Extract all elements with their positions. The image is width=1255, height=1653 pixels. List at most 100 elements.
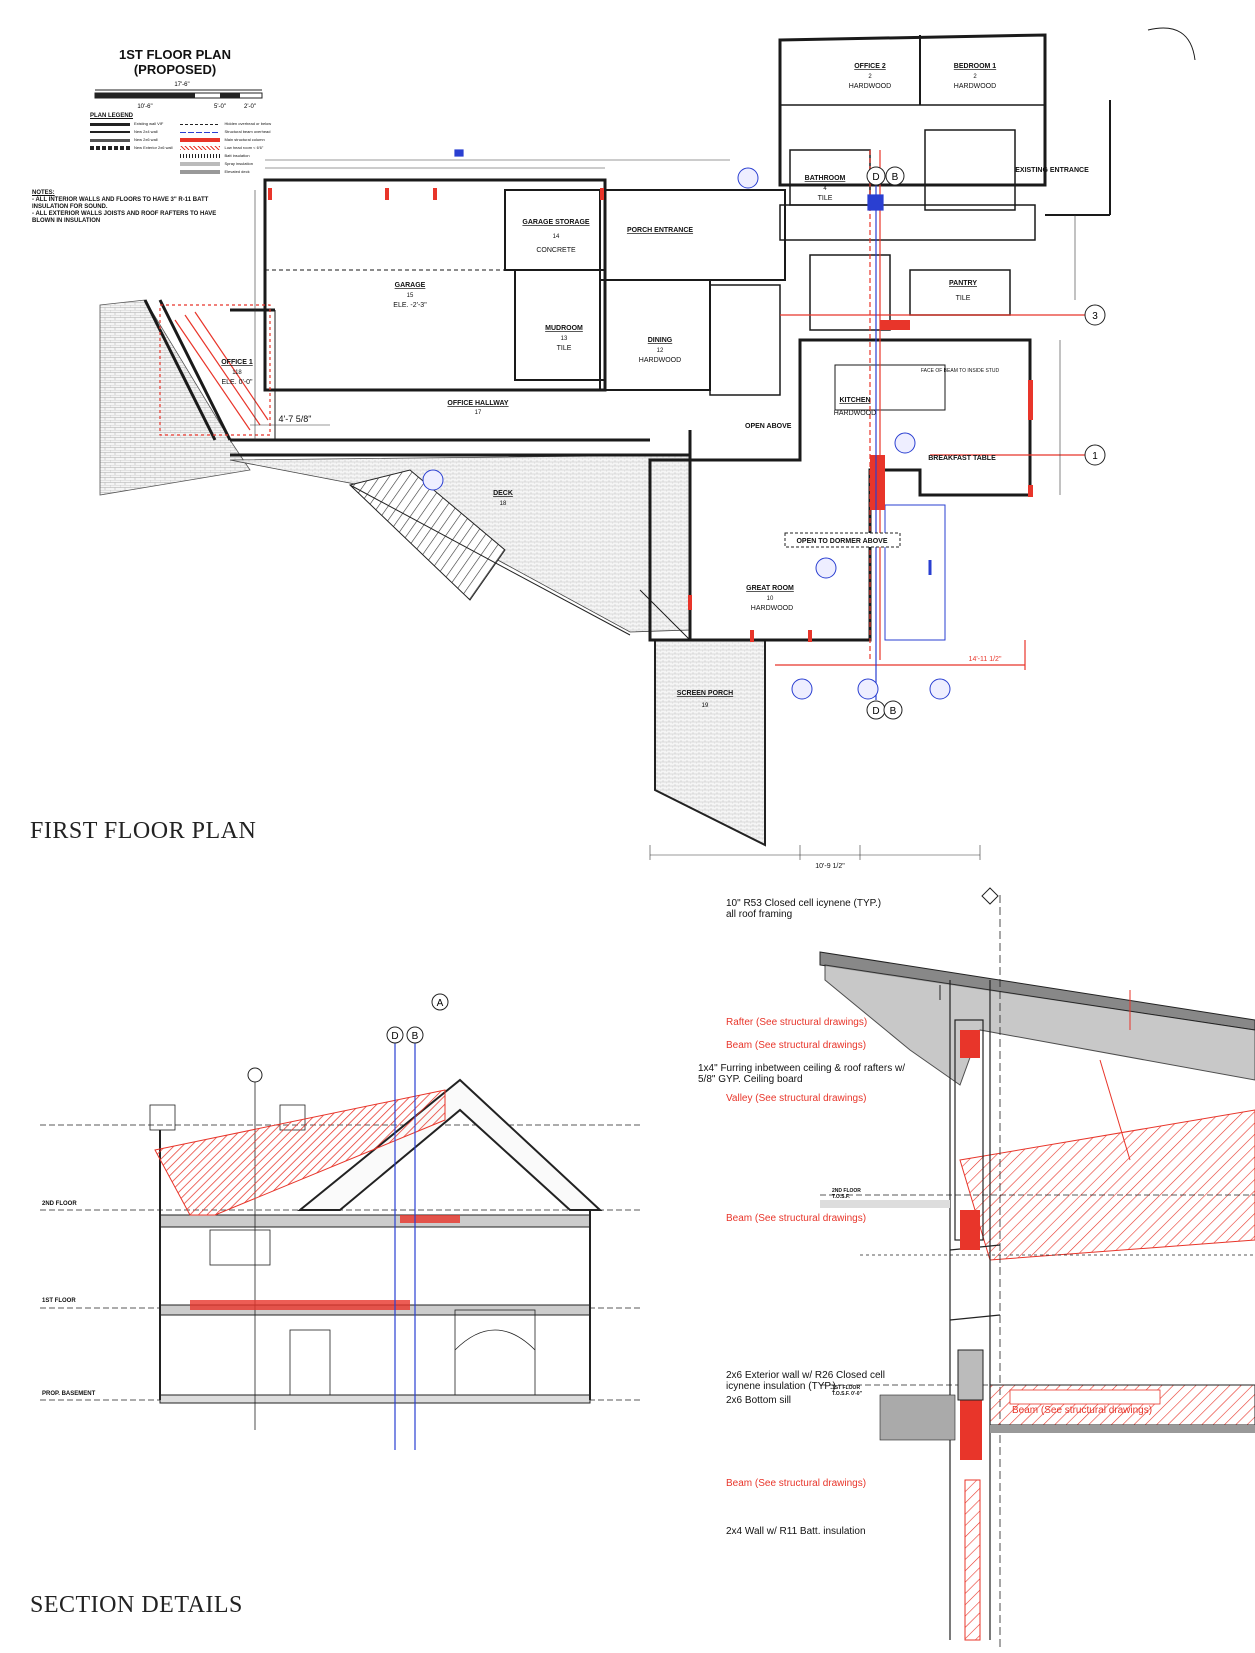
note-2: - ALL EXTERIOR WALLS JOISTS AND ROOF RAF… xyxy=(32,211,217,224)
room-kitchen-finish: HARDWOOD xyxy=(834,410,876,417)
room-breakfast-table: BREAKFAST TABLE xyxy=(928,455,996,462)
room-mudroom-finish: TILE xyxy=(557,345,572,352)
room-mudroom: MUDROOM xyxy=(545,325,583,332)
room-garage: GARAGE xyxy=(395,282,426,289)
plan-legend: PLAN LEGEND Existing wall VIF New 2x4 wa… xyxy=(90,112,290,176)
room-garage-finish: ELE. -2'-3" xyxy=(393,302,427,309)
callout-beam-1: Beam (See structural drawings) xyxy=(726,1040,867,1051)
scale-part-1: 10'-6" xyxy=(137,104,152,110)
room-office2: OFFICE 2 xyxy=(854,63,886,70)
room-office2-finish: HARDWOOD xyxy=(849,83,891,90)
callout-exterior-wall: 2x6 Exterior wall w/ R26 Closed cell icy… xyxy=(726,1370,885,1392)
section-level-basement: PROP. BASEMENT xyxy=(42,1391,96,1397)
wall-detail-drawing xyxy=(819,887,1255,1650)
room-great-room-num: 10 xyxy=(767,596,774,602)
room-garage-storage-num: 14 xyxy=(553,234,560,240)
legend-row: New 2x4 wall xyxy=(90,128,172,136)
legend-row: Spray insulation xyxy=(180,160,271,168)
room-deck: DECK xyxy=(493,490,513,497)
grid-label-d-top: D xyxy=(872,172,879,183)
legend-row: Existing wall VIF xyxy=(90,120,172,128)
section-grid-b: B xyxy=(412,1031,419,1042)
room-garage-storage-finish: CONCRETE xyxy=(536,247,576,254)
floor-plan-caption: FIRST FLOOR PLAN xyxy=(30,818,257,844)
legend-row: Elevated deck xyxy=(180,168,271,176)
room-office2-num: 2 xyxy=(868,74,872,80)
room-existing-entrance: EXISTING ENTRANCE xyxy=(1015,167,1089,174)
room-office1-finish: ELE. 0'-0" xyxy=(221,379,253,386)
room-bathroom-finish: TILE xyxy=(818,195,833,202)
room-screen-porch-num: 19 xyxy=(702,703,709,709)
room-garage-num: 15 xyxy=(407,293,414,299)
callout-furring: 1x4" Furring inbetween ceiling & roof ra… xyxy=(698,1063,905,1085)
plan-title-line1: 1ST FLOOR PLAN xyxy=(119,47,231,62)
room-dining-finish: HARDWOOD xyxy=(639,357,681,364)
room-pantry: PANTRY xyxy=(949,280,977,287)
room-pantry-finish: TILE xyxy=(956,295,971,302)
room-dining: DINING xyxy=(648,337,673,344)
plan-title-line2: (PROPOSED) xyxy=(133,62,217,77)
room-bedroom1: BEDROOM 1 xyxy=(954,63,997,70)
section-grid-d: D xyxy=(391,1031,398,1042)
deck-stairs xyxy=(349,469,506,601)
plan-title: 1ST FLOOR PLAN (PROPOSED) xyxy=(95,47,255,77)
legend-row: New 2x6 wall xyxy=(90,136,172,144)
legend-title: PLAN LEGEND xyxy=(90,113,134,119)
room-garage-storage: GARAGE STORAGE xyxy=(522,219,589,226)
dim-left: 4'-7 5/8" xyxy=(279,414,312,424)
scale-top: 17'-6" xyxy=(174,82,189,88)
callout-beam-3: Beam (See structural drawings) xyxy=(1012,1405,1153,1416)
grid-label-3: 3 xyxy=(1092,311,1098,322)
floor-plan-drawing: 3 1 D B D B OFFICE 2 HARDWOOD BEDROOM 1 … xyxy=(99,27,1196,870)
screen-porch-area xyxy=(654,639,766,847)
callout-bottom-sill: 2x6 Bottom sill xyxy=(726,1395,792,1406)
label-open-above: OPEN ABOVE xyxy=(745,423,792,430)
room-porch-entrance: PORCH ENTRANCE xyxy=(627,227,693,234)
callout-beam-2: Beam (See structural drawings) xyxy=(726,1213,867,1224)
callout-interior-wall: 2x4 Wall w/ R11 Batt. insulation xyxy=(726,1526,866,1537)
legend-row: Hidden overhead or below xyxy=(180,120,271,128)
scale-part-2: 5'-0" xyxy=(214,104,226,110)
room-great-room-finish: HARDWOOD xyxy=(751,605,793,612)
scale-part-3: 2'-0" xyxy=(244,104,256,110)
dim-red: 14'-11 1/2" xyxy=(969,656,1002,663)
legend-row: Main structural column xyxy=(180,136,271,144)
plan-notes: NOTES: - ALL INTERIOR WALLS AND FLOORS T… xyxy=(32,190,232,225)
grid-label-1: 1 xyxy=(1092,451,1098,462)
room-bedroom1-finish: HARDWOOD xyxy=(954,83,996,90)
note-1: - ALL INTERIOR WALLS AND FLOORS TO HAVE … xyxy=(32,197,209,210)
section-grid-a: A xyxy=(437,998,444,1009)
dim-bottom: 10'-9 1/2" xyxy=(815,863,845,870)
callout-valley: Valley (See structural drawings) xyxy=(726,1093,867,1104)
grid-label-d-bottom: D xyxy=(872,706,879,717)
graphic-scale: 17'-6" 10'-6" 5'-0" 2'-0" xyxy=(94,82,263,110)
room-bathroom: BATHROOM xyxy=(805,175,846,182)
section-details-caption: SECTION DETAILS xyxy=(30,1592,243,1618)
room-mudroom-num: 13 xyxy=(561,336,568,342)
label-open-dormer: OPEN TO DORMER ABOVE xyxy=(796,538,887,545)
room-great-room: GREAT ROOM xyxy=(746,585,794,592)
room-office1: OFFICE 1 xyxy=(221,359,253,366)
room-deck-num: 18 xyxy=(500,501,507,507)
room-office1-num: 118 xyxy=(232,370,242,376)
room-dining-num: 12 xyxy=(657,348,664,354)
section-drawing: A D B 2ND FLOOR 1ST FLOOR PROP. BASEMENT xyxy=(40,993,640,1450)
room-office-hallway: OFFICE HALLWAY xyxy=(447,400,509,407)
grid-label-b-bottom: B xyxy=(890,706,897,717)
legend-row: New Exterior 2x6 wall xyxy=(90,144,172,152)
grid-label-b-top: B xyxy=(892,172,899,183)
room-office-hallway-num: 17 xyxy=(475,410,482,416)
legend-row: Batt insulation xyxy=(180,152,271,160)
notes-title: NOTES: xyxy=(32,190,55,196)
section-level-1st: 1ST FLOOR xyxy=(42,1298,76,1304)
callout-rafter: Rafter (See structural drawings) xyxy=(726,1017,868,1028)
room-bedroom1-num: 2 xyxy=(973,74,977,80)
callout-roof-insulation: 10" R53 Closed cell icynene (TYP.) all r… xyxy=(726,898,882,920)
callout-beam-4: Beam (See structural drawings) xyxy=(726,1478,867,1489)
room-screen-porch: SCREEN PORCH xyxy=(677,690,733,697)
room-bathroom-num: 4 xyxy=(823,186,827,192)
room-kitchen: KITCHEN xyxy=(839,397,870,404)
legend-row: Structural beam overhead xyxy=(180,128,271,136)
